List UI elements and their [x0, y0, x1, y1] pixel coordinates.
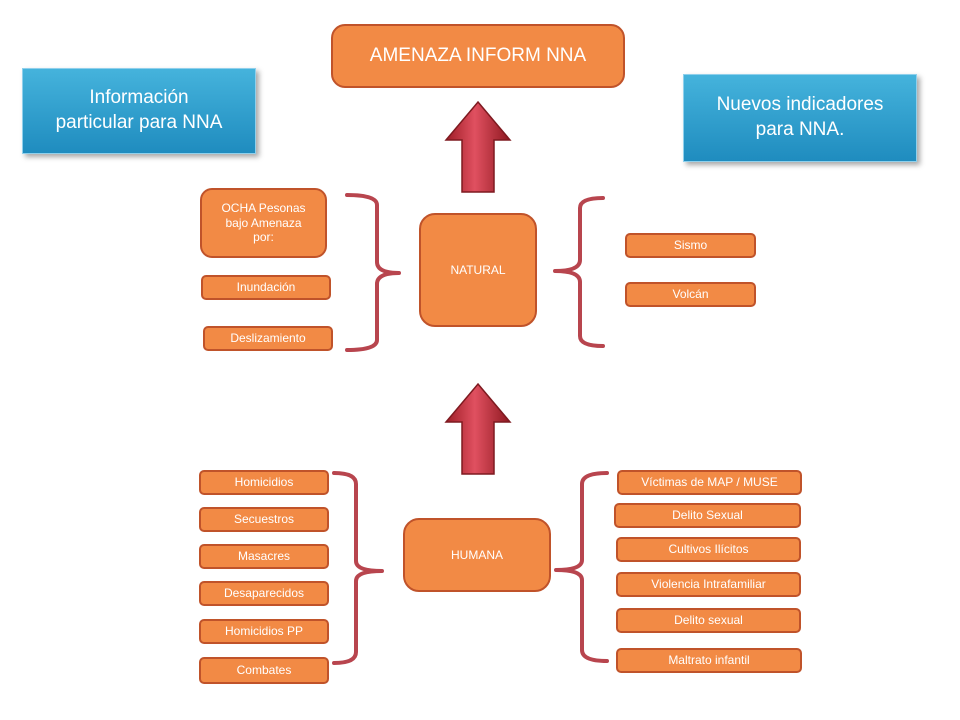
- ocha-text: OCHA Pesonas bajo Amenaza por:: [221, 201, 306, 245]
- title-text: AMENAZA INFORM NNA: [369, 44, 587, 66]
- right-note-text: Nuevos indicadores para NNA.: [716, 94, 884, 140]
- humana-right-item: Maltrato infantil: [616, 648, 802, 673]
- natural-left-item: Inundación: [201, 275, 331, 300]
- humana-left-item: Secuestros: [199, 507, 329, 532]
- humana-right-item-label: Violencia Intrafamiliar: [651, 577, 766, 592]
- humana-left-item-label: Desaparecidos: [223, 586, 305, 601]
- humana-node: HUMANA: [403, 518, 551, 592]
- natural-right-item: Volcán: [625, 282, 756, 307]
- natural-node: NATURAL: [419, 213, 537, 327]
- natural-right-item-label: Sismo: [673, 238, 708, 253]
- humana-left-item-label: Homicidios: [234, 475, 294, 490]
- humana-left-item-label: Masacres: [237, 549, 290, 564]
- humana-left-item: Desaparecidos: [199, 581, 329, 606]
- natural-left-item-label: Inundación: [236, 280, 296, 295]
- ocha-box: OCHA Pesonas bajo Amenaza por:: [200, 188, 327, 258]
- humana-right-bracket: [554, 471, 609, 663]
- humana-left-item: Combates: [199, 657, 329, 684]
- humana-left-item-label: Secuestros: [233, 512, 295, 527]
- humana-label: HUMANA: [450, 547, 503, 562]
- humana-right-item-label: Cultivos Ilícitos: [668, 542, 749, 557]
- natural-right-item: Sismo: [625, 233, 756, 258]
- humana-left-item: Homicidios: [199, 470, 329, 495]
- humana-left-item: Masacres: [199, 544, 329, 569]
- humana-left-item-label: Homicidios PP: [224, 624, 304, 639]
- natural-label: NATURAL: [450, 262, 506, 277]
- humana-right-item: Víctimas de MAP / MUSE: [617, 470, 802, 495]
- humana-right-item-label: Delito Sexual: [672, 508, 743, 523]
- natural-left-item: Deslizamiento: [203, 326, 333, 351]
- humana-right-item-label: Delito sexual: [674, 613, 743, 628]
- natural-right-bracket: [553, 196, 605, 348]
- humana-right-item: Delito Sexual: [614, 503, 801, 528]
- natural-right-item-label: Volcán: [672, 287, 709, 302]
- left-note: Información particular para NNA: [22, 68, 256, 154]
- humana-left-item: Homicidios PP: [199, 619, 329, 644]
- up-arrow-icon: [444, 382, 512, 475]
- humana-left-bracket: [332, 471, 384, 665]
- left-note-text: Información particular para NNA: [55, 87, 223, 133]
- right-note: Nuevos indicadores para NNA.: [683, 74, 917, 162]
- title-box: AMENAZA INFORM NNA: [331, 24, 625, 88]
- natural-left-bracket: [345, 193, 401, 352]
- humana-right-item: Violencia Intrafamiliar: [616, 572, 801, 597]
- humana-right-item-label: Maltrato infantil: [668, 653, 750, 668]
- humana-right-item: Cultivos Ilícitos: [616, 537, 801, 562]
- humana-right-item-label: Víctimas de MAP / MUSE: [641, 475, 778, 490]
- natural-left-item-label: Deslizamiento: [230, 331, 306, 346]
- humana-left-item-label: Combates: [236, 663, 292, 678]
- humana-right-item: Delito sexual: [616, 608, 801, 633]
- up-arrow-icon: [444, 100, 512, 193]
